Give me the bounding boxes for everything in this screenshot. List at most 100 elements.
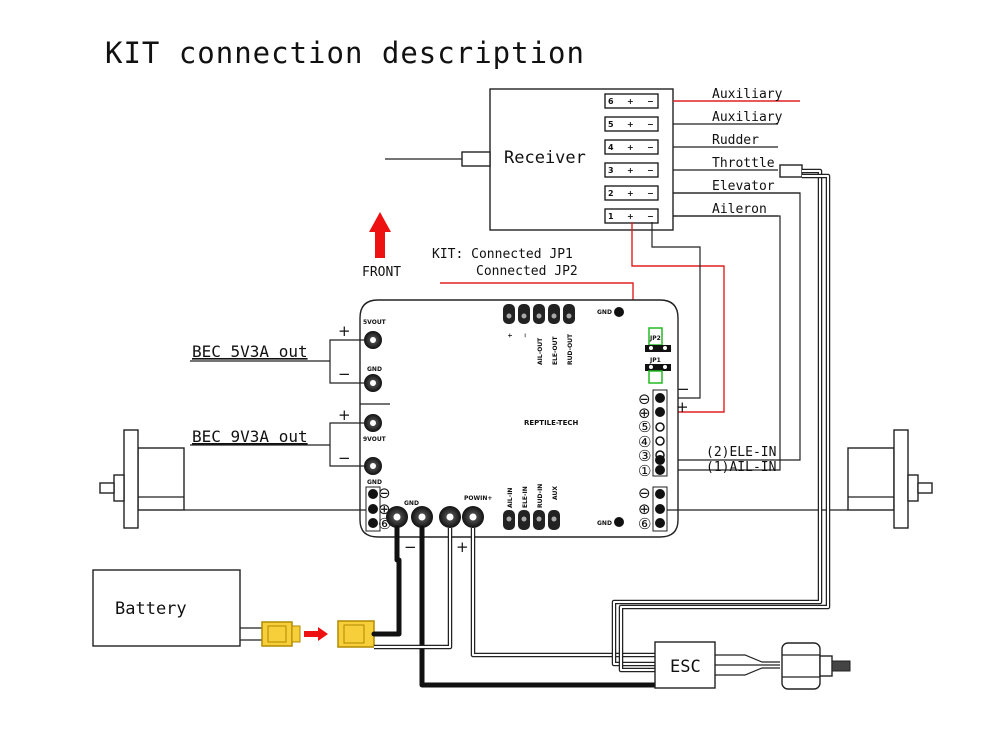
svg-text:−: − [647, 189, 654, 198]
header-ele-out: ELE-OUT [552, 336, 559, 365]
right-pin-column [655, 393, 665, 475]
bec-9v-label: BEC 9V3A out [192, 427, 308, 446]
svg-text:+: + [627, 189, 634, 198]
gnd-top-hole [614, 307, 624, 317]
board-brand: REPTILE-TECH [524, 419, 578, 427]
svg-text:1: 1 [608, 212, 614, 221]
gnd-wire-battery [371, 525, 402, 637]
receiver-label: Receiver [504, 148, 586, 168]
channel-3-name: Throttle [712, 156, 775, 171]
ele-in-label: (2)ELE-IN [706, 445, 776, 460]
right-pin-plus: ⊕ [638, 500, 651, 518]
channel-6-name: Auxiliary [712, 87, 783, 102]
esc-label: ESC [670, 657, 701, 677]
kit-note-line1: KIT: Connected JP1 [432, 247, 573, 262]
channel-4-name: Rudder [712, 133, 759, 148]
ail-in-label: (1)AIL-IN [706, 460, 776, 475]
svg-text:−: − [647, 212, 654, 221]
receiver: Receiver 6 + − 5 + − 4 + − 3 + − [385, 88, 674, 231]
top-header-pins [503, 304, 575, 324]
pin-minus-top: ⊖ [638, 390, 651, 408]
label-gnd-bottom: GND [597, 520, 612, 527]
svg-text:+: + [627, 212, 634, 221]
gnd-bottom-hole [614, 517, 624, 527]
header-ail-in: AIL-IN [507, 488, 514, 508]
svg-text:3: 3 [608, 166, 614, 175]
motor-icon [781, 642, 851, 690]
receiver-box [489, 88, 674, 231]
svg-text:−: − [647, 143, 654, 152]
receiver-channel-3: 3 + − [604, 162, 659, 178]
header-minus: − [522, 333, 529, 338]
flight-board: REPTILE-TECH 5VOUT GND 9VOUT GND ⊖ ⊕ ⑥ + [359, 299, 679, 538]
front-label: FRONT [362, 265, 401, 280]
label-9vout: 9VOUT [363, 436, 387, 443]
label-jp2: JP2 [649, 335, 661, 342]
receiver-channel-4: 4 + − [604, 139, 659, 155]
header-plus: + [507, 333, 514, 338]
label-5vout: 5VOUT [363, 319, 387, 326]
battery-box [92, 569, 241, 647]
connect-arrow-icon [304, 627, 328, 641]
label-gnd-top: GND [597, 309, 612, 316]
board-plus-sign: + [676, 398, 689, 416]
receiver-channel-1: 1 + − [604, 208, 659, 224]
channel-1-name: Aileron [712, 202, 767, 217]
header-rud-out: RUD-OUT [567, 333, 574, 365]
pin-5: ⑤ [638, 418, 651, 436]
svg-text:4: 4 [608, 143, 614, 152]
board-outline [359, 299, 679, 538]
header-aux: AUX [552, 486, 559, 500]
right-pin-signal: ⑥ [638, 515, 651, 533]
bec-5v-label: BEC 5V3A out [192, 342, 308, 361]
channel-5-name: Auxiliary [712, 110, 783, 125]
pin-4: ④ [638, 433, 651, 451]
svg-text:+: + [338, 406, 351, 424]
svg-text:−: − [647, 166, 654, 175]
label-powin: POWIN+ [464, 495, 492, 502]
bottom-header-pins [503, 510, 560, 530]
esc-motor-leads [715, 654, 780, 676]
battery-label: Battery [115, 599, 187, 619]
header-ele-in: ELE-IN [522, 486, 529, 508]
pin-1: ① [638, 462, 651, 480]
bec-5v-output: + − [190, 322, 366, 384]
right-pin-minus: ⊖ [638, 484, 651, 502]
svg-text:6: 6 [608, 97, 614, 106]
throttle-plug [779, 164, 803, 178]
power-terminals [386, 506, 484, 528]
receiver-channel-2: 2 + − [604, 185, 659, 201]
svg-text:5: 5 [608, 120, 614, 129]
kit-note-line2: Connected JP2 [476, 264, 578, 279]
svg-text:+: + [627, 143, 634, 152]
channel-2-name: Elevator [712, 179, 775, 194]
svg-text:+: + [338, 322, 351, 340]
svg-text:2: 2 [608, 189, 614, 198]
receiver-channel-6: 6 + − [604, 93, 659, 109]
gnd-wire-esc [419, 525, 658, 688]
svg-text:−: − [647, 120, 654, 129]
receiver-plus-to-board [631, 222, 725, 413]
svg-text:+: + [627, 97, 634, 106]
label-gnd-1: GND [367, 366, 382, 373]
pin-3: ③ [638, 447, 651, 465]
jp1-jumper [648, 370, 663, 384]
front-arrow-icon [369, 212, 391, 258]
svg-text:+: + [627, 166, 634, 175]
header-rud-in: RUD-IN [537, 484, 544, 508]
left-servo-icon [99, 429, 366, 529]
svg-text:−: − [338, 365, 351, 383]
right-servo-icon [667, 429, 933, 529]
svg-text:+: + [627, 120, 634, 129]
board-minus-sign: − [677, 380, 690, 398]
label-gnd-power: GND [404, 500, 419, 507]
receiver-channel-5: 5 + − [604, 116, 659, 132]
left-pin-minus: ⊖ [378, 484, 391, 502]
battery-leads [240, 627, 262, 641]
svg-text:−: − [647, 97, 654, 106]
aileron-to-ail-in [661, 215, 781, 471]
receiver-minus-to-board [651, 222, 701, 399]
bec-9v-output: + − [190, 406, 366, 467]
label-gnd-2: GND [367, 479, 382, 486]
